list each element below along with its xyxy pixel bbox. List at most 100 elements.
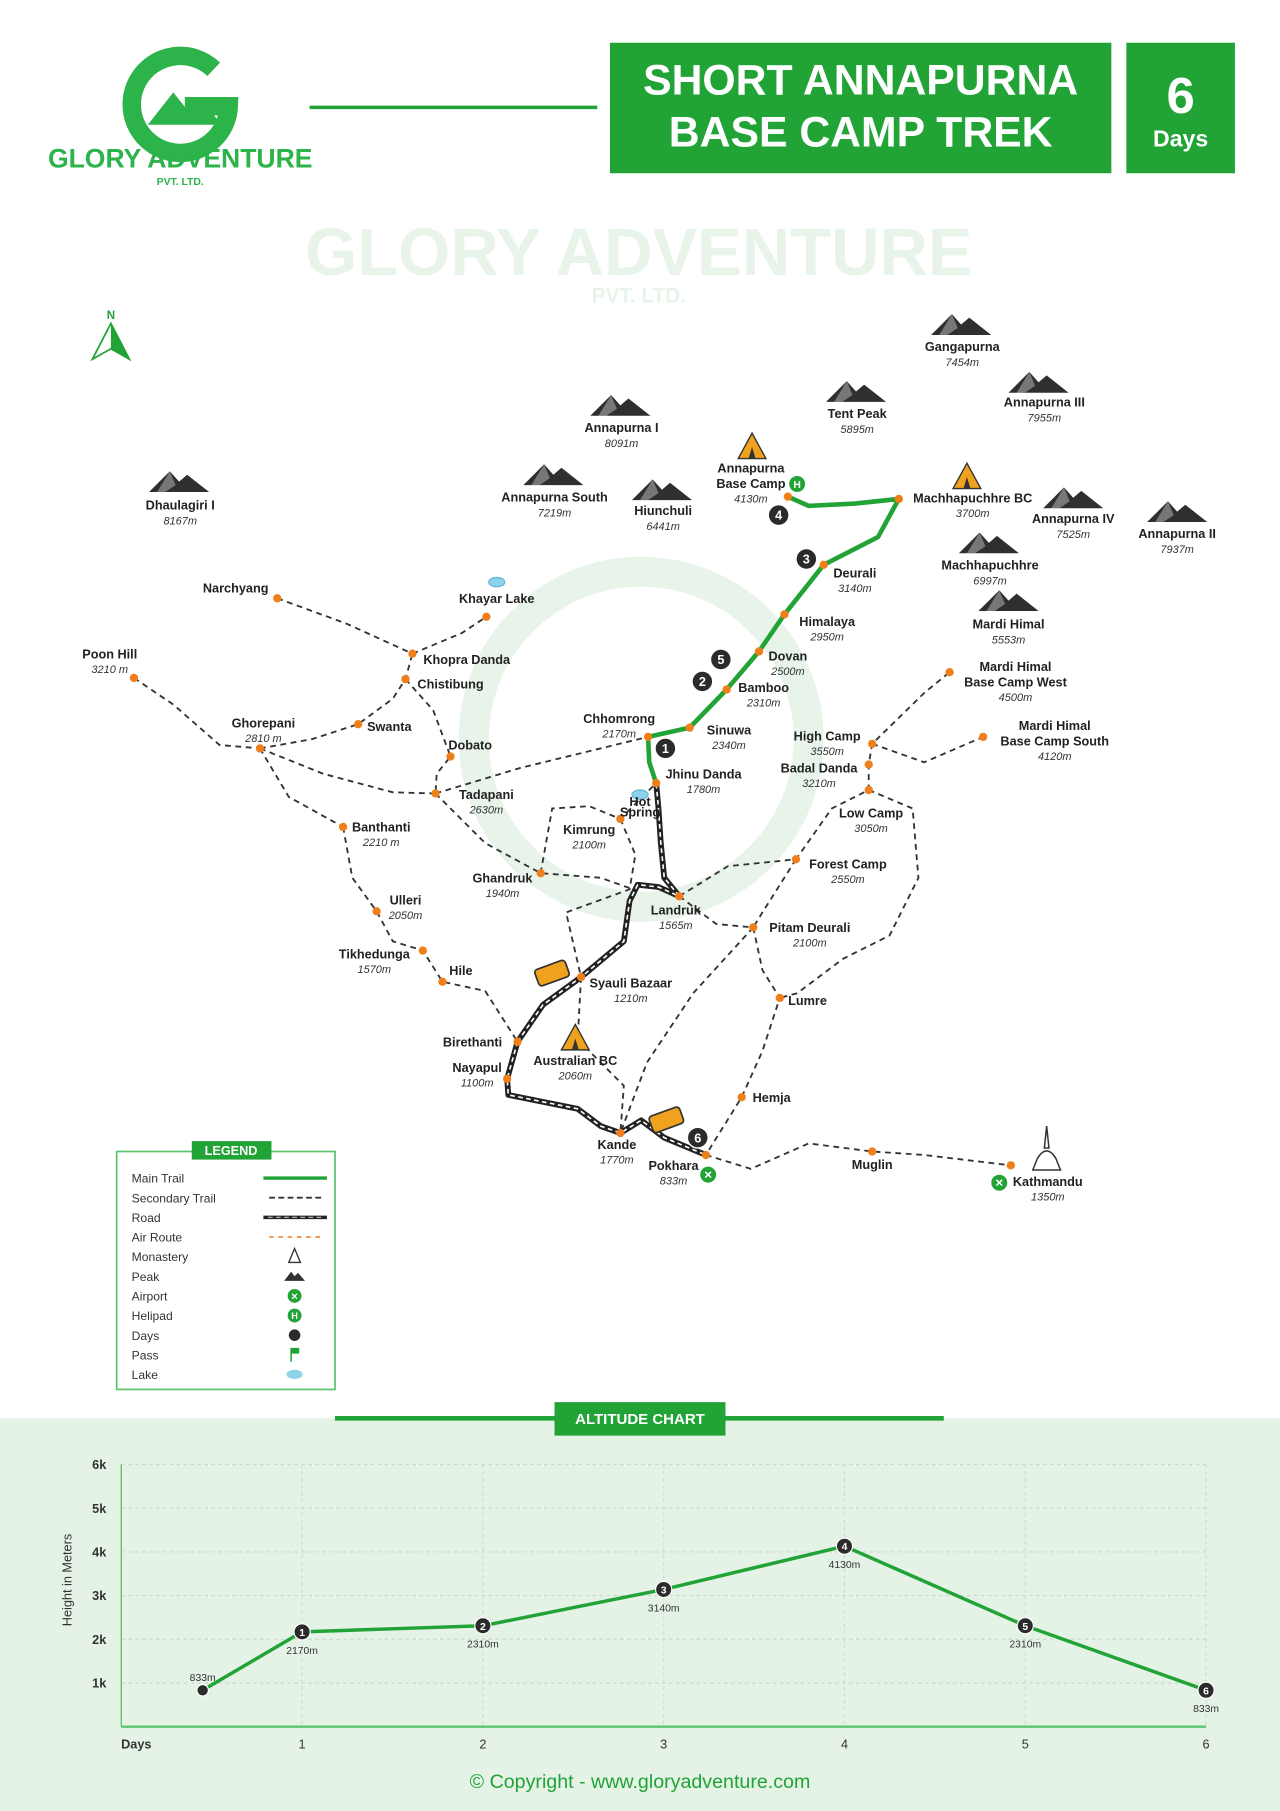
secondary-trail (259, 747, 436, 795)
place-altitude: 2810 m (244, 733, 282, 745)
place-name: Hemja (753, 1091, 792, 1105)
place-name: Narchyang (203, 582, 269, 596)
title-box (609, 42, 1112, 174)
peak-altitude: 6441m (646, 521, 680, 533)
secondary-trail (779, 789, 920, 999)
peak-icon (590, 395, 651, 416)
logo-g-mark (122, 46, 239, 163)
airport-icon-glyph: ✕ (704, 1171, 713, 1182)
peak-snow (1051, 487, 1070, 509)
secondary-trail (435, 735, 649, 795)
helipad-icon (787, 474, 807, 494)
place-name: Dobato (448, 739, 492, 753)
place-dot (652, 778, 661, 788)
place-name: High Camp (794, 729, 861, 743)
place-name: Base Camp South (1000, 735, 1109, 749)
day-marker (654, 737, 677, 760)
place-name: Spring (620, 806, 660, 820)
altitude-point (474, 1617, 492, 1635)
peak-altitude: 7454m (946, 357, 980, 369)
y-tick-label: 6k (92, 1458, 107, 1472)
place-altitude: 2500m (770, 666, 805, 678)
secondary-trail (259, 747, 344, 828)
altitude-point-label: 2310m (467, 1640, 499, 1651)
place-altitude: 1350m (1031, 1192, 1065, 1204)
place-dot (273, 594, 282, 603)
watermark: GLORY ADVENTURE PVT. LTD. (305, 215, 973, 922)
y-tick-label: 1k (92, 1677, 107, 1691)
place-dot (749, 923, 758, 932)
day-marker-number: 1 (662, 742, 669, 756)
place-name: Swanta (367, 720, 412, 734)
place-dot (353, 720, 363, 729)
place-name: Forest Camp (809, 858, 887, 872)
helipad-icon (287, 1308, 302, 1323)
secondary-trail (619, 926, 754, 1134)
peak-snow (986, 590, 1006, 611)
place-name: Ulleri (390, 893, 422, 907)
place-altitude: 1780m (687, 784, 721, 796)
peak-icon (631, 479, 692, 501)
place-dot (616, 814, 625, 824)
peak-name: Annapurna III (1004, 396, 1085, 410)
place-name: Dovan (768, 650, 807, 664)
place-name: Kathmandu (1013, 1175, 1083, 1189)
place-name: Tikhedunga (339, 948, 411, 962)
place-altitude: 833m (660, 1175, 687, 1187)
place-name: Chhomrong (583, 712, 655, 726)
peak-snow (834, 381, 853, 402)
place-altitude: 2100m (571, 839, 606, 851)
place-name: Ghorepani (232, 717, 295, 731)
place-name: Low Camp (839, 807, 903, 821)
legend-label: Road (132, 1211, 161, 1225)
x-tick-label: 3 (660, 1738, 667, 1752)
day-marker-number: 2 (699, 675, 706, 689)
place-name: Mardi Himal (1019, 719, 1091, 733)
place-dot (775, 993, 784, 1003)
day-marker (691, 670, 714, 693)
place-name: Machhapuchhre BC (913, 491, 1032, 505)
place-dot (868, 1147, 877, 1156)
peak-altitude: 6997m (973, 575, 1007, 587)
altitude-point-label: 2310m (1009, 1640, 1041, 1651)
place-altitude: 4500m (999, 692, 1033, 704)
place-name: Jhinu Danda (665, 767, 742, 781)
place-altitude: 3210m (802, 778, 836, 790)
peak-name: Mardi Himal (973, 617, 1045, 631)
peak-snow (157, 471, 176, 493)
y-tick-label: 4k (92, 1546, 107, 1560)
day-marker-number: 5 (717, 653, 724, 667)
legend-label: Days (132, 1329, 160, 1343)
altitude-point-label: 3140m (648, 1603, 680, 1614)
altitude-point-marker: 1 (299, 1628, 305, 1639)
place-name: Lumre (788, 994, 827, 1008)
north-arrow-icon: N (90, 310, 132, 362)
copyright-text: © Copyright - www.gloryadventure.com (470, 1771, 811, 1793)
place-altitude: 2550m (830, 874, 865, 886)
secondary-trail (133, 677, 261, 750)
place-dot (783, 492, 793, 501)
tent-door (571, 1038, 579, 1050)
legend-label: Pass (132, 1348, 159, 1362)
peak-snow (1155, 501, 1174, 523)
y-tick-label: 5k (92, 1502, 107, 1516)
place-name: Annapurna (717, 461, 785, 475)
altitude-point-label: 833m (190, 1673, 216, 1684)
place-altitude: 2050m (388, 910, 423, 922)
peak-icon (284, 1271, 305, 1281)
peak-icon (825, 381, 887, 402)
place-dot (685, 723, 694, 732)
place-dot (722, 685, 731, 694)
secondary-trail (752, 858, 797, 928)
place-dot (675, 892, 684, 901)
peak-name: Gangapurna (925, 340, 1001, 354)
peak-altitude: 8091m (605, 438, 639, 450)
logo-mountain-icon (147, 92, 222, 125)
place-dot (1006, 1161, 1015, 1170)
place-dot (446, 752, 455, 761)
airport-icon-glyph: ✕ (291, 1291, 299, 1301)
day-marker-number: 6 (694, 1131, 701, 1145)
day-marker (767, 504, 790, 527)
